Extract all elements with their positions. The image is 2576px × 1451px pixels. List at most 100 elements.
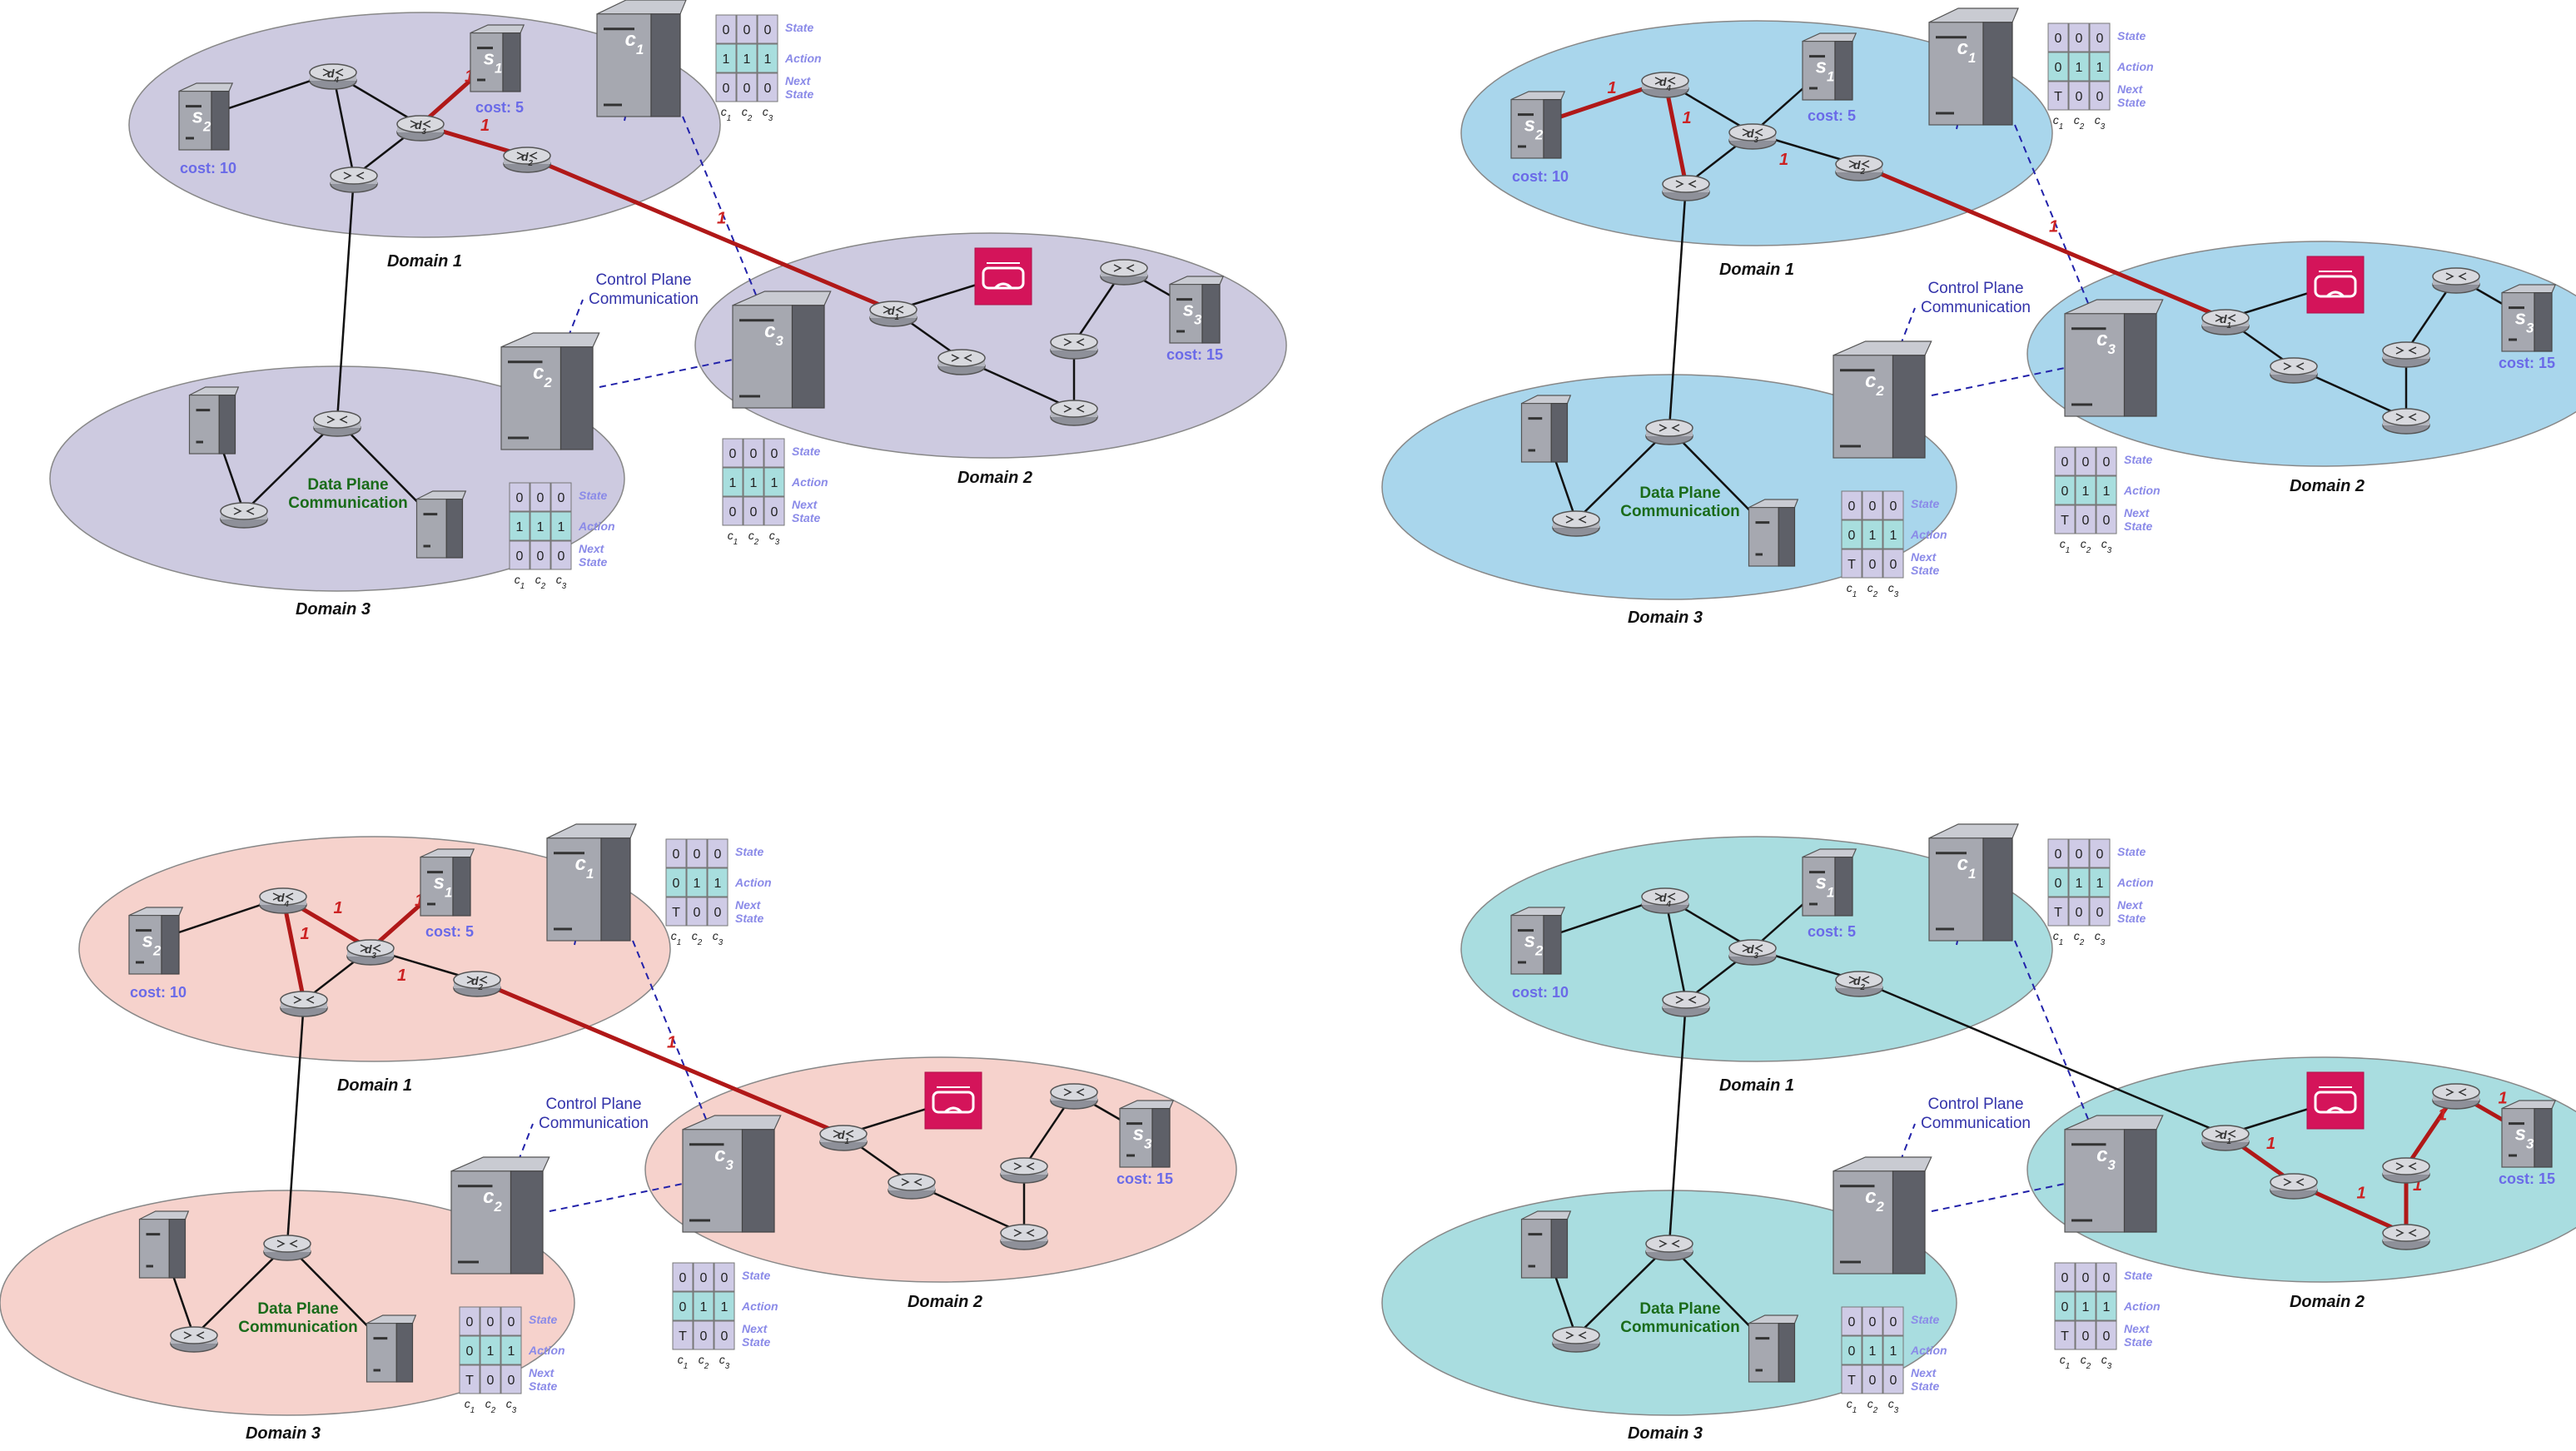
table-cell-next: 0 — [2082, 514, 2090, 528]
table-cell-action: 0 — [1848, 529, 1856, 543]
active-path-link — [1663, 81, 1688, 186]
cost-label-s1: cost: 5 — [1808, 107, 1856, 124]
table-cell-next: 0 — [1890, 1374, 1897, 1388]
table-cell-action: 1 — [537, 520, 545, 534]
cost-label-s3: cost: 15 — [2499, 1170, 2555, 1187]
table-cell-next: 0 — [508, 1374, 515, 1388]
domain-2-label: Domain 2 — [2290, 477, 2365, 495]
table-cell-next: 0 — [2103, 514, 2111, 528]
row-label-next: Next — [2117, 82, 2144, 96]
server-icon — [1520, 395, 1572, 463]
server-label: s2 — [1524, 114, 1544, 143]
table-cell-state: 0 — [1869, 1315, 1877, 1329]
router-icon — [330, 166, 378, 193]
server-label: c2 — [533, 361, 552, 390]
table-cell-action: 0 — [679, 1300, 687, 1314]
row-label-state: State — [579, 489, 607, 502]
router-icon — [1100, 259, 1148, 286]
control-plane-label: Control Plane — [545, 1096, 641, 1113]
column-label: c1 — [515, 573, 525, 591]
table-cell-action: 0 — [2061, 1300, 2069, 1314]
server-label: s1 — [434, 872, 453, 901]
router-icon: d3 — [1728, 939, 1777, 966]
server-label: c2 — [1865, 1185, 1884, 1215]
hop-cost-label: 1 — [480, 117, 490, 135]
active-path-link — [476, 978, 844, 1137]
router-icon: d2 — [1835, 971, 1883, 997]
row-label-next: Next — [735, 898, 762, 912]
vr-headset-icon — [2306, 256, 2365, 314]
server-icon — [188, 386, 240, 455]
table-cell-state: 0 — [2076, 32, 2083, 46]
table-cell-state: 0 — [714, 847, 722, 862]
router-icon: d1 — [819, 1125, 868, 1151]
server-label: c1 — [575, 852, 594, 882]
row-label-next-state: State — [1911, 564, 1939, 577]
router-label: d4 — [327, 67, 340, 85]
router-label: d2 — [471, 974, 484, 992]
server-icon: s2 — [1510, 907, 1566, 975]
table-cell-action: 0 — [466, 1344, 474, 1359]
table-cell-state: 0 — [743, 23, 751, 37]
row-label-next-state: State — [1911, 1379, 1939, 1393]
table-cell-state: 0 — [764, 23, 772, 37]
router-label: d2 — [1853, 974, 1866, 992]
row-label-action: Action — [528, 1344, 565, 1357]
network-link — [193, 1244, 288, 1337]
table-cell-state: 0 — [558, 491, 565, 505]
network-link — [243, 420, 338, 513]
column-label: c1 — [2053, 929, 2063, 947]
router-icon — [2432, 1083, 2480, 1110]
controller-server-icon: c3 — [2064, 299, 2164, 417]
table-cell-next: 0 — [2076, 906, 2083, 920]
server-icon: s2 — [1510, 91, 1566, 159]
network-link — [1663, 897, 1688, 1001]
domain-2-label: Domain 2 — [908, 1293, 982, 1311]
network-link — [336, 176, 356, 421]
cost-label-s2: cost: 10 — [130, 984, 186, 1001]
control-plane-label: Control Plane — [1927, 1096, 2023, 1113]
network-link — [286, 1000, 306, 1245]
router-label: d3 — [1747, 127, 1759, 145]
column-label: c3 — [719, 1353, 730, 1371]
domain-2-region — [2026, 1056, 2576, 1283]
row-label-next: Next — [1911, 550, 1937, 564]
router-label: d1 — [2220, 1128, 2231, 1146]
domain-3-label: Domain 3 — [1628, 609, 1703, 627]
column-label: c3 — [763, 105, 773, 123]
table-cell-next: 0 — [700, 1329, 708, 1344]
active-path-link — [1858, 162, 2226, 321]
router-icon — [1050, 1083, 1098, 1110]
network-link — [1668, 184, 1688, 430]
column-label: c2 — [699, 1353, 709, 1371]
row-label-action: Action — [2123, 1299, 2161, 1313]
router-icon: d3 — [1728, 123, 1777, 150]
table-cell-next: T — [465, 1374, 474, 1388]
column-label: c2 — [742, 105, 753, 123]
router-icon: d3 — [396, 115, 445, 142]
router-icon — [1662, 175, 1710, 201]
controller-server-icon: c3 — [2064, 1115, 2164, 1233]
table-cell-next: 0 — [2082, 1329, 2090, 1344]
hop-cost-label: 1 — [2049, 218, 2058, 236]
column-label: c3 — [1888, 1397, 1899, 1415]
table-cell-next: T — [672, 906, 680, 920]
server-icon — [1748, 1314, 1799, 1383]
row-label-action: Action — [1910, 1344, 1947, 1357]
controller-server-icon: c3 — [682, 1115, 782, 1233]
table-cell-action: 1 — [1869, 529, 1877, 543]
domain-2-label: Domain 2 — [957, 469, 1032, 487]
controller-server-icon: c2 — [450, 1156, 550, 1275]
router-label: d3 — [415, 118, 427, 137]
controller-server-icon: c1 — [1928, 7, 2019, 126]
table-cell-state: 0 — [2096, 32, 2104, 46]
table-cell-action: 0 — [2055, 877, 2062, 891]
table-cell-action: 1 — [729, 476, 737, 490]
table-cell-action: 1 — [2103, 484, 2111, 499]
row-label-next: Next — [792, 498, 818, 511]
table-cell-state: 0 — [2055, 32, 2062, 46]
table-cell-state: 0 — [679, 1271, 687, 1285]
